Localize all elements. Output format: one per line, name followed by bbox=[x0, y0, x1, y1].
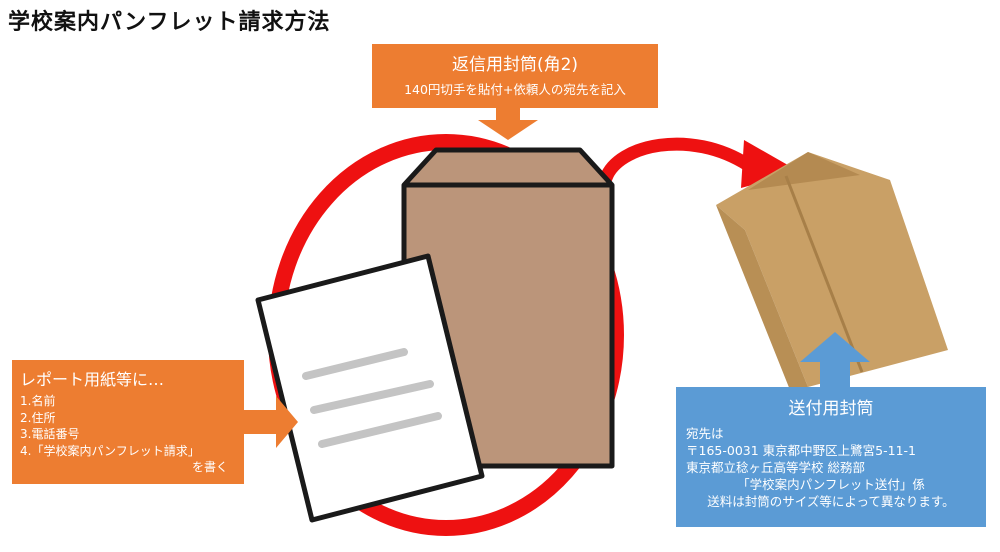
paper-heading: レポート用紙等に… bbox=[20, 366, 244, 390]
send-to-label: 宛先は bbox=[686, 425, 986, 442]
send-envelope-callout: 送付用封筒 宛先は 〒165-0031 東京都中野区上鷺宮5-11-1 東京都立… bbox=[676, 387, 986, 527]
return-envelope-detail: 140円切手を貼付+依頼人の宛先を記入 bbox=[372, 79, 658, 98]
paper-callout: レポート用紙等に… 1.名前 2.住所 3.電話番号 4.「学校案内パンフレット… bbox=[12, 360, 244, 484]
paper-tail: を書く bbox=[12, 459, 228, 476]
paper-item: 2.住所 bbox=[20, 410, 244, 427]
send-dept: 「学校案内パンフレット送付」係 bbox=[676, 476, 986, 493]
down-arrow bbox=[478, 108, 538, 140]
return-envelope-callout: 返信用封筒(角2) 140円切手を貼付+依頼人の宛先を記入 bbox=[372, 44, 658, 108]
send-school: 東京都立稔ヶ丘高等学校 総務部 bbox=[686, 459, 986, 476]
send-note: 送料は封筒のサイズ等によって異なります。 bbox=[676, 493, 986, 510]
paper-item: 4.「学校案内パンフレット請求」 bbox=[20, 443, 244, 460]
send-envelope-heading: 送付用封筒 bbox=[676, 394, 986, 419]
paper-item: 3.電話番号 bbox=[20, 426, 244, 443]
send-address: 〒165-0031 東京都中野区上鷺宮5-11-1 bbox=[686, 442, 986, 459]
paper-item: 1.名前 bbox=[20, 393, 244, 410]
curved-arrow bbox=[606, 144, 748, 178]
return-envelope-heading: 返信用封筒(角2) bbox=[372, 50, 658, 75]
